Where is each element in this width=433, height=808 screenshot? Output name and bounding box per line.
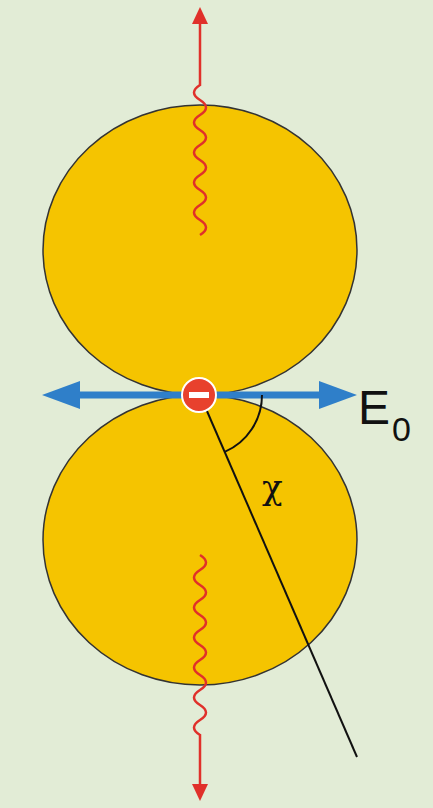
field-subscript: 0 bbox=[392, 412, 411, 446]
lower-wave-arrow bbox=[192, 555, 208, 801]
angle-arc bbox=[225, 395, 262, 452]
lower-lobe bbox=[43, 395, 357, 685]
observation-line bbox=[200, 395, 357, 757]
upper-lobe bbox=[43, 105, 357, 395]
field-symbol: E bbox=[358, 384, 390, 432]
electron bbox=[182, 378, 216, 412]
upper-wave-arrow bbox=[192, 7, 208, 235]
angle-label: χ bbox=[262, 470, 283, 504]
